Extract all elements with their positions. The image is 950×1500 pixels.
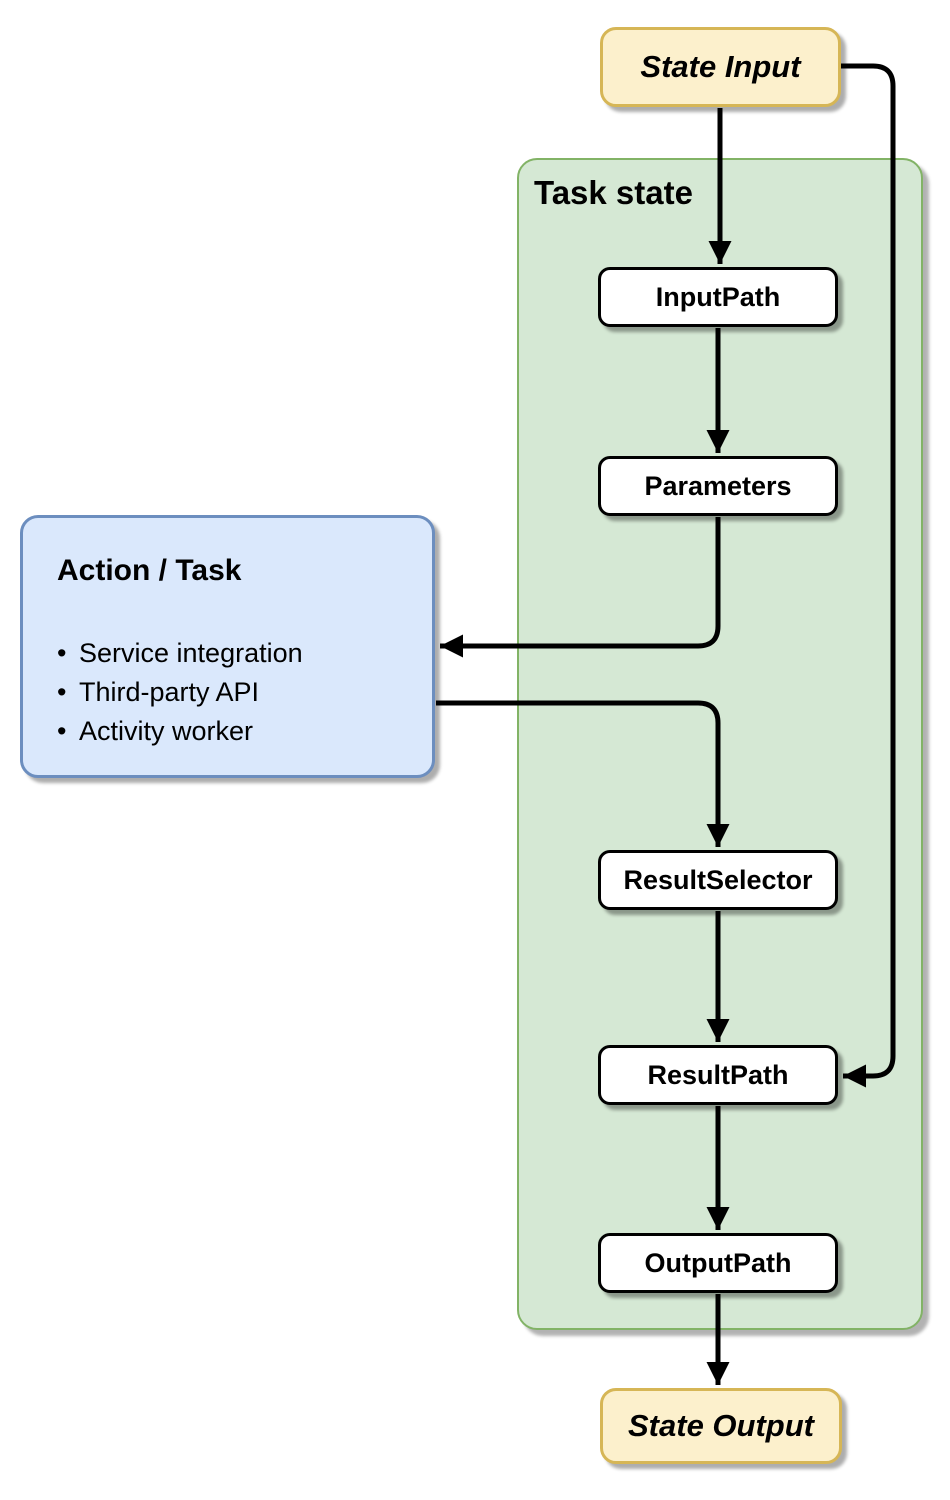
bullet-icon: • xyxy=(57,716,67,746)
state-input-node: State Input xyxy=(600,27,841,107)
action-task-item: • Service integration xyxy=(57,634,412,673)
bullet-icon: • xyxy=(57,638,67,668)
action-task-title: Action / Task xyxy=(57,554,242,587)
parameters-label: Parameters xyxy=(644,470,792,501)
parameters-node: Parameters xyxy=(598,456,838,516)
resultpath-label: ResultPath xyxy=(647,1059,789,1090)
resultpath-node: ResultPath xyxy=(598,1045,838,1105)
task-state-group-label: Task state xyxy=(534,174,693,211)
resultselector-label: ResultSelector xyxy=(623,864,813,895)
state-output-node: State Output xyxy=(600,1388,842,1464)
resultselector-node: ResultSelector xyxy=(598,850,838,910)
action-task-node: Action / Task • Service integration • Th… xyxy=(20,515,435,778)
action-task-item-label: Service integration xyxy=(79,638,303,668)
bullet-icon: • xyxy=(57,677,67,707)
action-task-item: • Activity worker xyxy=(57,712,412,751)
inputpath-node: InputPath xyxy=(598,267,838,327)
state-input-label: State Input xyxy=(640,49,801,84)
action-task-list: • Service integration • Third-party API … xyxy=(57,634,412,751)
state-output-label: State Output xyxy=(628,1408,814,1443)
task-state-group: Task state xyxy=(517,158,923,1330)
inputpath-label: InputPath xyxy=(655,281,781,312)
action-task-item-label: Activity worker xyxy=(79,716,254,746)
outputpath-label: OutputPath xyxy=(644,1247,792,1278)
action-task-item-label: Third-party API xyxy=(79,677,260,707)
outputpath-node: OutputPath xyxy=(598,1233,838,1293)
action-task-item: • Third-party API xyxy=(57,673,412,712)
